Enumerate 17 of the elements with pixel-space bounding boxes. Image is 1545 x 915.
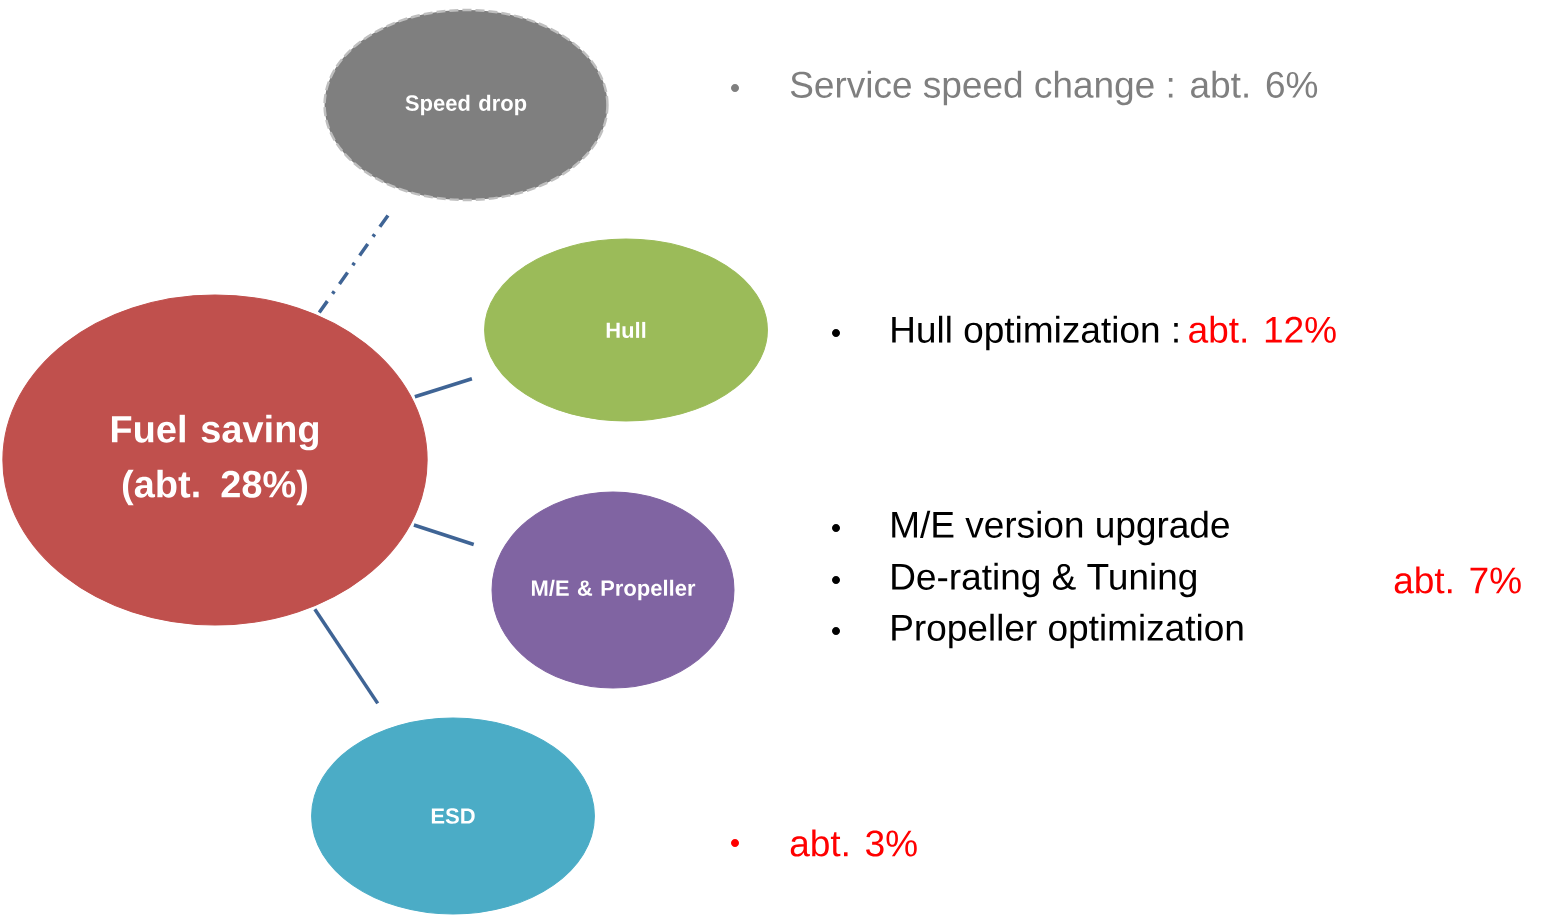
ellipse-node: Hull <box>484 238 768 422</box>
bullet-text: Hull optimization : <box>892 315 1178 351</box>
connector-line <box>313 608 380 705</box>
bullet-text: abt. 12% <box>1189 315 1336 343</box>
bullet-text: abt. 7% <box>1394 566 1521 594</box>
connector-line <box>413 523 475 547</box>
ellipse-node: Speed drop <box>323 8 609 202</box>
connector-line <box>414 377 473 399</box>
bullet-text: Propeller optimization <box>892 613 1243 649</box>
bullet-text: abt. 3% <box>790 829 917 857</box>
bullet-text: De-rating & Tuning <box>892 562 1196 598</box>
ellipse-node: ESD <box>311 717 595 915</box>
bullet-text: Service speed change : abt. 6% <box>790 70 1318 106</box>
connector-line <box>317 213 390 314</box>
ellipse-node: M/E & Propeller <box>491 491 735 689</box>
ellipse-node: Fuel saving (abt. 28%) <box>2 294 428 626</box>
bullet-text: M/E version upgrade <box>892 510 1229 546</box>
